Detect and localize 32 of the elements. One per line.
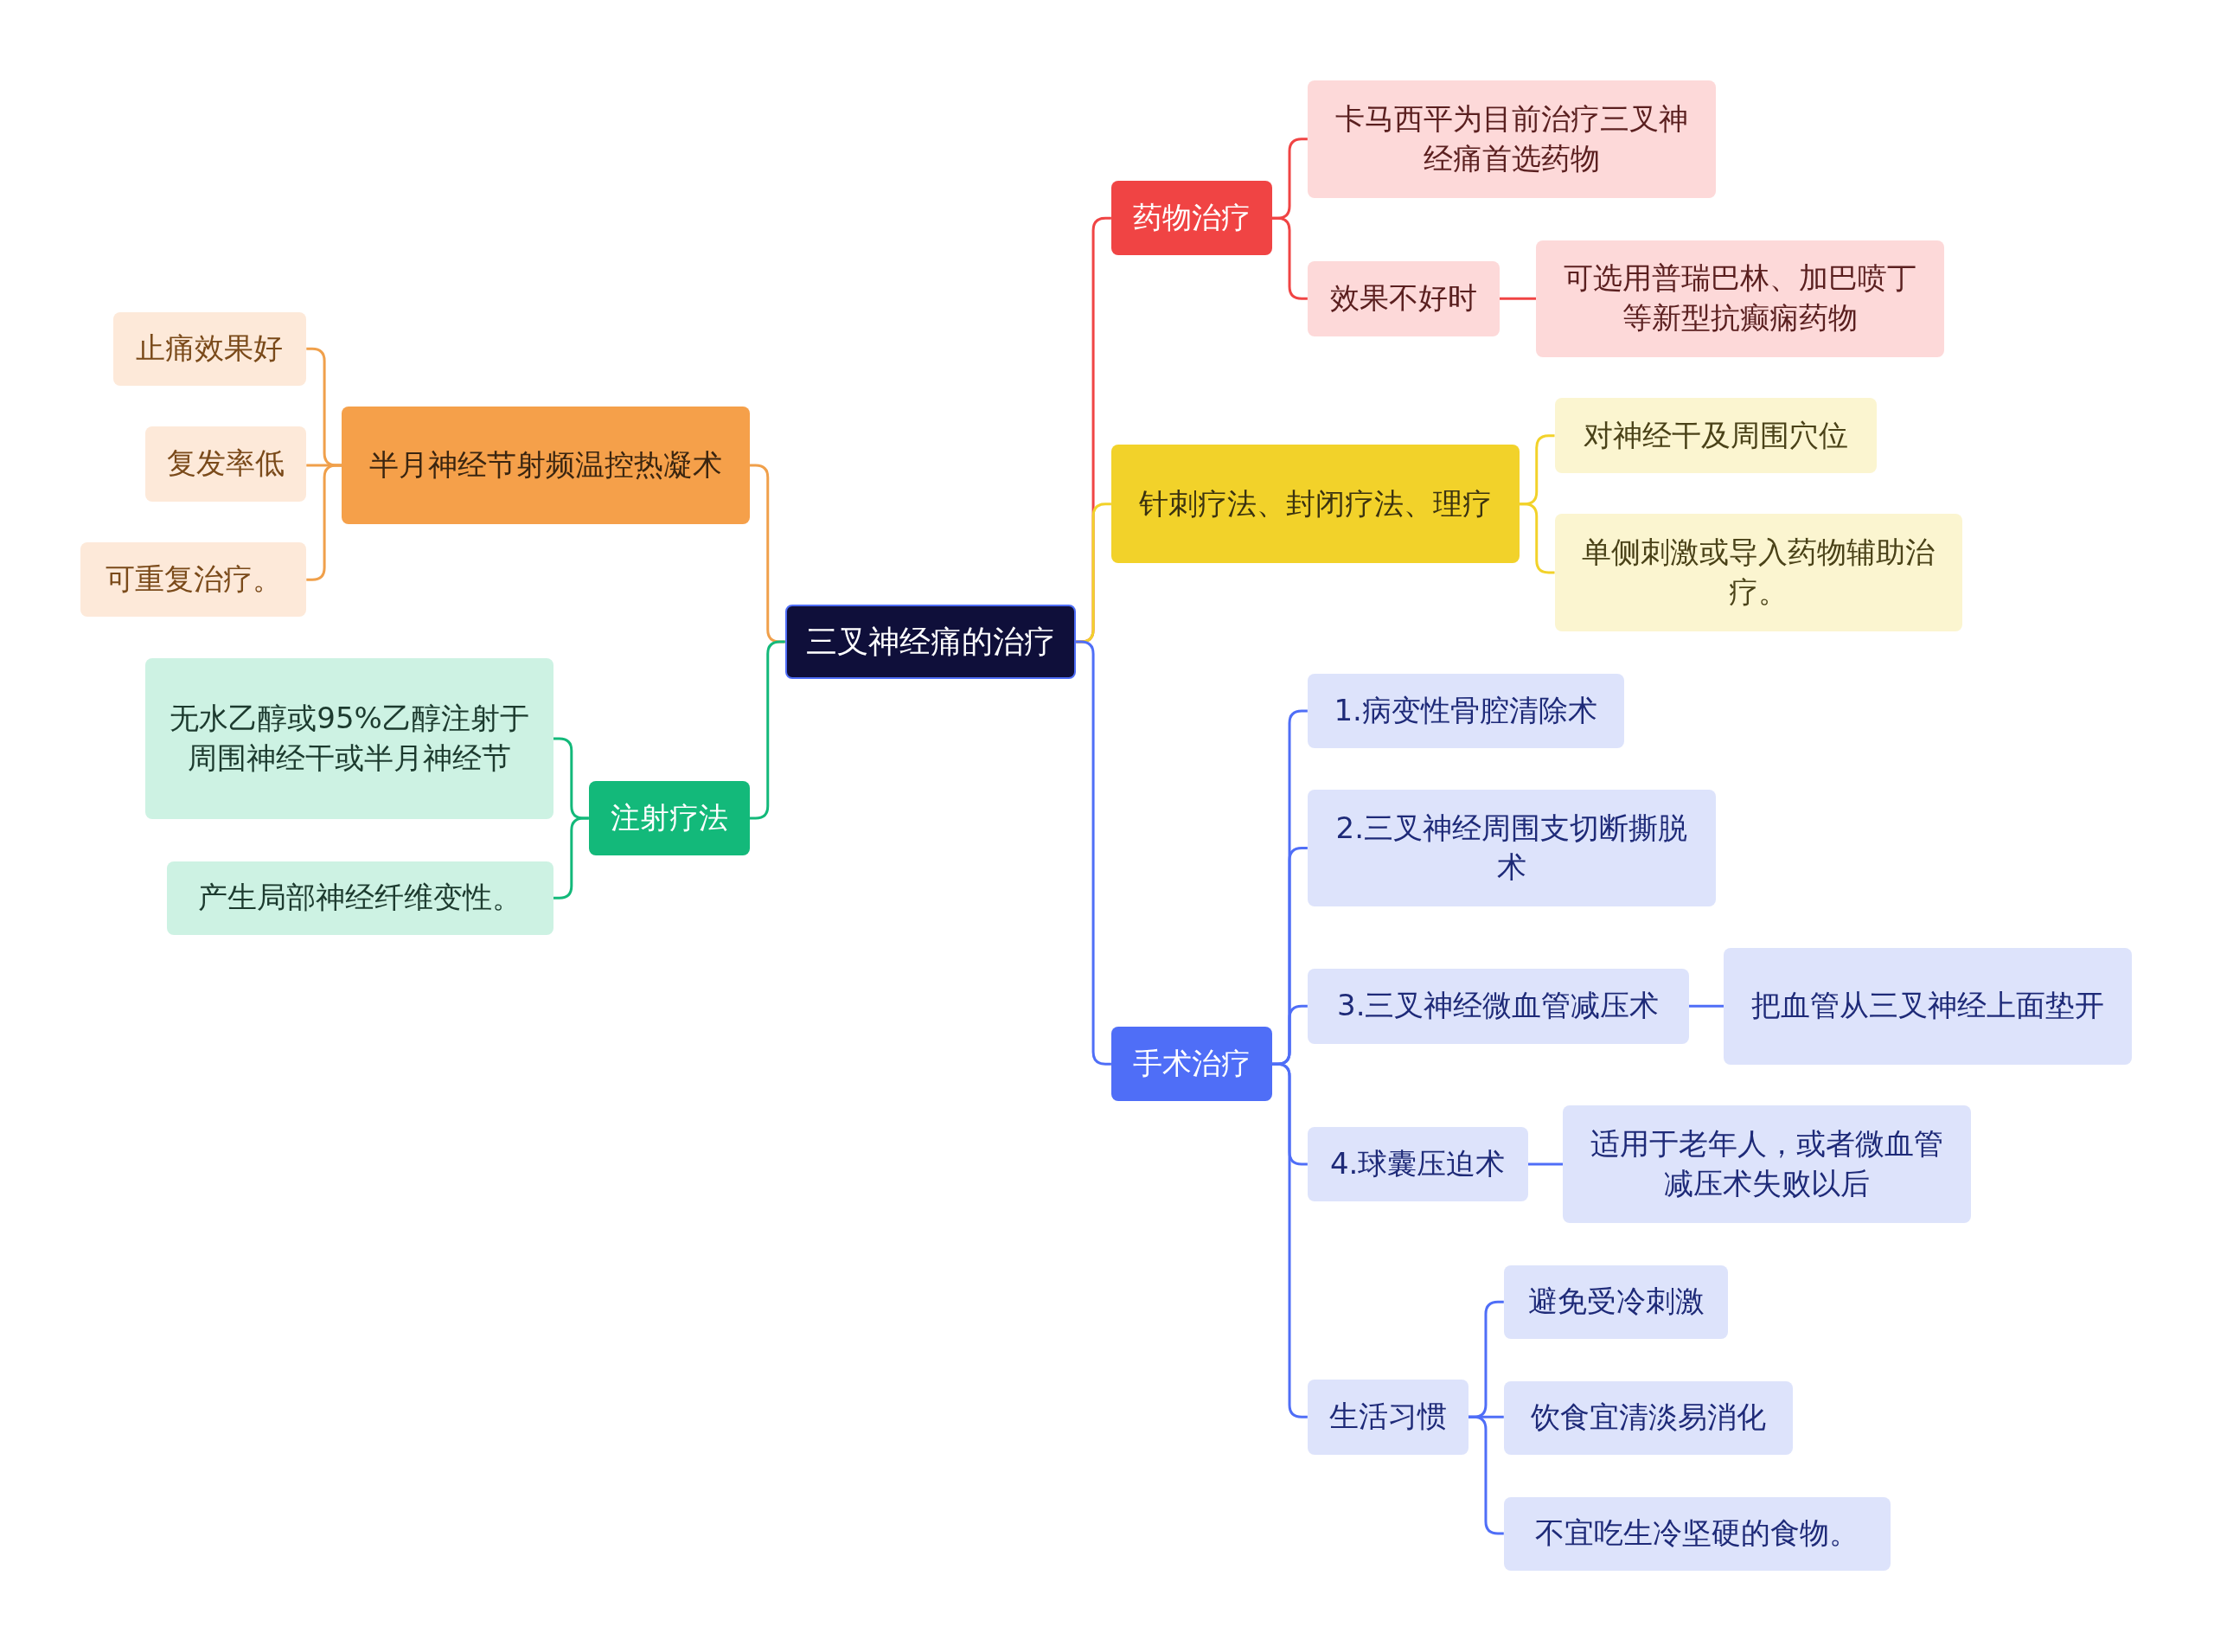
subtopic: 饮食宜清淡易消化: [1503, 1380, 1794, 1455]
branch-topic: 半月神经节射频温控热凝术: [342, 407, 750, 524]
connector-line: [1499, 297, 1537, 300]
branch-topic: 手术治疗: [1110, 1026, 1272, 1102]
branch-topic: 注射疗法: [588, 780, 750, 856]
subtopic: 不宜吃生冷坚硬的食物。: [1503, 1496, 1891, 1571]
subtopic: 2.三叉神经周围支切断撕脱术: [1307, 789, 1716, 907]
subtopic: 单侧刺激或导入药物辅助治疗。: [1554, 514, 1963, 631]
subtopic: 对神经干及周围穴位: [1554, 398, 1877, 473]
central-topic: 三叉神经痛的治疗: [784, 604, 1077, 680]
subtopic: 可选用普瑞巴林、加巴喷丁等新型抗癫痫药物: [1536, 240, 1945, 358]
subtopic: 4.球囊压迫术: [1307, 1126, 1528, 1202]
subtopic: 避免受冷刺激: [1503, 1265, 1729, 1339]
subtopic: 复发率低: [145, 426, 307, 502]
branch-topic: 针刺疗法、封闭疗法、理疗: [1110, 445, 1520, 564]
connector-line: [1527, 1162, 1564, 1166]
subtopic: 止痛效果好: [112, 311, 307, 386]
subtopic: 3.三叉神经微血管减压术: [1307, 969, 1689, 1044]
subtopic: 效果不好时: [1307, 261, 1500, 336]
subtopic: 1.病变性骨腔清除术: [1307, 673, 1624, 749]
connector-line: [306, 464, 342, 581]
connector-line: [1519, 503, 1555, 574]
subtopic: 产生局部神经纤维变性。: [166, 861, 554, 935]
connector-line: [1688, 1004, 1724, 1008]
subtopic: 生活习惯: [1307, 1380, 1469, 1455]
subtopic: 卡马西平为目前治疗三叉神经痛首选药物: [1307, 80, 1716, 198]
subtopic: 可重复治疗。: [80, 541, 307, 618]
branch-topic: 药物治疗: [1110, 180, 1272, 256]
subtopic: 无水乙醇或95%乙醇注射于周围神经干或半月神经节: [145, 657, 554, 819]
subtopic: 适用于老年人，或者微血管减压术失败以后: [1563, 1105, 1972, 1223]
connector-line: [1468, 1415, 1504, 1535]
subtopic: 把血管从三叉神经上面垫开: [1724, 947, 2133, 1065]
